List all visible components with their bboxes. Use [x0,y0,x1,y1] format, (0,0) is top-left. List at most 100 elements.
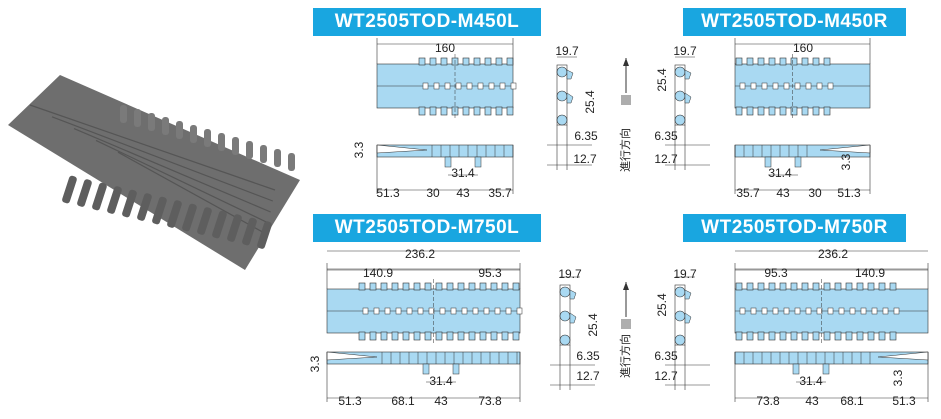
top-view-m450r [734,38,871,118]
comb-slot [488,82,495,90]
belt-tooth [197,207,212,235]
comb-slot [444,82,451,90]
comb-tooth [429,57,437,66]
side-tab [764,156,772,168]
link-pin [559,310,571,322]
link-profile-m450l [547,56,592,170]
belt-tooth [232,137,239,155]
comb-slot [494,307,501,315]
comb-tooth [380,282,388,291]
comb-tooth [506,106,514,116]
belt-tooth [190,125,197,143]
comb-tooth [735,282,743,291]
link-hook [684,312,692,324]
comb-tooth [358,331,366,341]
link-hook [684,92,692,104]
side-view-m450r [734,144,871,194]
link-pin [674,334,686,346]
comb-tooth [506,57,514,66]
comb-slot [362,307,369,315]
comb-tooth [512,331,520,341]
title-m750r: WT2505TOD-M750R [683,214,906,242]
comb-slot [433,82,440,90]
comb-tooth [462,106,470,116]
comb-tooth [801,57,809,66]
comb-tooth [501,282,509,291]
comb-tooth [413,331,421,341]
link-profile-m450r [665,56,710,170]
comb-tooth [768,57,776,66]
dim-half-pitch: 6.35 [576,349,600,363]
dim-bottom: 35.7 [488,186,512,200]
belt-tooth [107,186,122,214]
top-view-m750r [734,263,929,343]
dim-thickness: 12.7 [576,369,600,383]
side-tab [822,363,830,375]
side-tab [444,156,452,168]
belt-tooth [62,175,77,204]
belt-tooth [246,141,253,159]
top-view-m750l [326,263,523,343]
belt-tooth [274,149,281,167]
belt-tooth [182,203,197,232]
comb-slot [455,82,462,90]
dim-tab: 31.4 [429,374,453,388]
comb-tooth [418,57,426,66]
comb-slot [739,307,746,315]
comb-tooth [440,57,448,66]
comb-tooth [457,331,465,341]
comb-tooth [746,331,754,341]
dim-bottom: 43 [434,394,448,408]
comb-tooth [790,331,798,341]
comb-tooth [801,282,809,291]
comb-tooth [768,106,776,116]
comb-slot [483,307,490,315]
belt-tooth [122,189,137,218]
comb-slot [750,82,757,90]
title-m450l: WT2505TOD-M450L [313,8,541,36]
comb-tooth [501,331,509,341]
dim-sub-width: 95.3 [478,266,502,280]
comb-tooth [823,57,831,66]
comb-slot [395,307,402,315]
comb-tooth [495,57,503,66]
comb-tooth [790,57,798,66]
link-pin [674,286,686,298]
dim-sub-width: 140.9 [362,266,394,280]
belt-tooth [257,221,272,249]
comb-slot [893,307,900,315]
comb-slot [816,82,823,90]
comb-tooth [435,331,443,341]
belt-tooth [137,193,152,221]
dim-tab: 31.4 [799,374,823,388]
comb-slot [505,307,512,315]
comb-tooth [867,282,875,291]
comb-slot [783,307,790,315]
comb-tooth [845,282,853,291]
belt-tooth [204,129,211,147]
dim-pitch-width: 19.7 [558,267,582,281]
dim-bottom: 30 [426,186,440,200]
comb-tooth [801,106,809,116]
direction-arrow [621,58,631,105]
comb-tooth [380,331,388,341]
comb-tooth [457,282,465,291]
side-tab [452,363,460,375]
comb-tooth [812,282,820,291]
title-m450r: WT2505TOD-M450R [683,8,906,36]
comb-tooth [429,106,437,116]
comb-slot [805,307,812,315]
link-pin [674,310,686,322]
belt-tooth [242,217,257,246]
comb-slot [761,82,768,90]
belt-tooth [162,117,169,135]
belt-tooth [176,121,183,139]
comb-tooth [801,331,809,341]
dim-bottom: 51.3 [376,186,400,200]
comb-slot [783,82,790,90]
dim-half-pitch: 6.35 [654,129,678,143]
dim-pitch: 25.4 [655,293,669,317]
comb-tooth [878,282,886,291]
